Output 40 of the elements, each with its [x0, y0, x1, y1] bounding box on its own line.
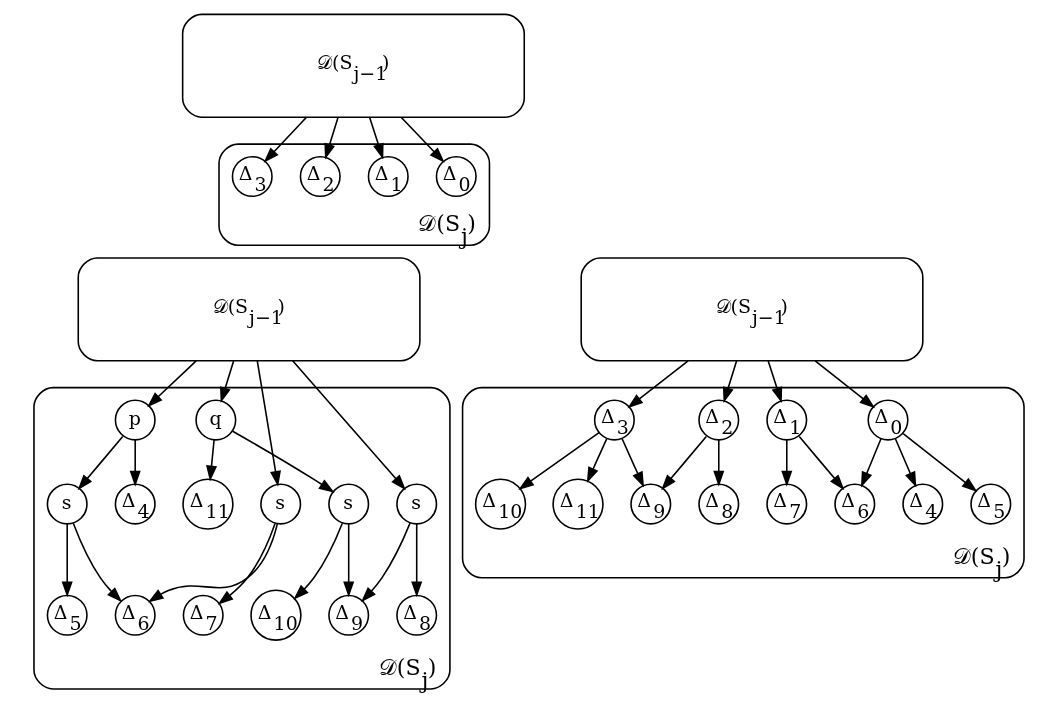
arrow [129, 439, 141, 487]
arrow [256, 360, 281, 487]
arrow [72, 522, 122, 603]
arrow [722, 360, 737, 404]
arrow [231, 430, 335, 493]
arrow [342, 523, 354, 598]
arrow [77, 435, 123, 491]
arrow [798, 435, 844, 491]
arrow [517, 431, 600, 490]
node-circle: s [259, 483, 301, 525]
arrow [61, 523, 73, 598]
arrow [219, 360, 234, 404]
arrow [146, 360, 197, 408]
arrow [292, 522, 343, 600]
arrow [368, 116, 384, 160]
arrow [263, 116, 307, 163]
arrow [901, 432, 977, 492]
node-circle: q [194, 399, 236, 441]
arrow [291, 360, 406, 491]
arrow [660, 435, 707, 491]
arrow [360, 522, 411, 603]
arrow [860, 438, 882, 488]
arrow [780, 439, 792, 487]
arrow [217, 522, 276, 605]
arrow [766, 360, 782, 404]
arrow [626, 360, 689, 409]
node-circle: s [46, 483, 88, 525]
node-circle: s [327, 483, 369, 525]
arrow [323, 116, 339, 160]
arrow [399, 116, 445, 163]
arrow [205, 439, 217, 482]
arrow [586, 438, 607, 483]
node-circle: s [395, 483, 437, 525]
arrow [410, 523, 422, 598]
arrow [620, 438, 644, 488]
arrow [894, 438, 916, 488]
node-circle: p [114, 399, 156, 441]
arrow [813, 360, 875, 409]
arrow [712, 439, 724, 487]
arrow [147, 523, 278, 603]
